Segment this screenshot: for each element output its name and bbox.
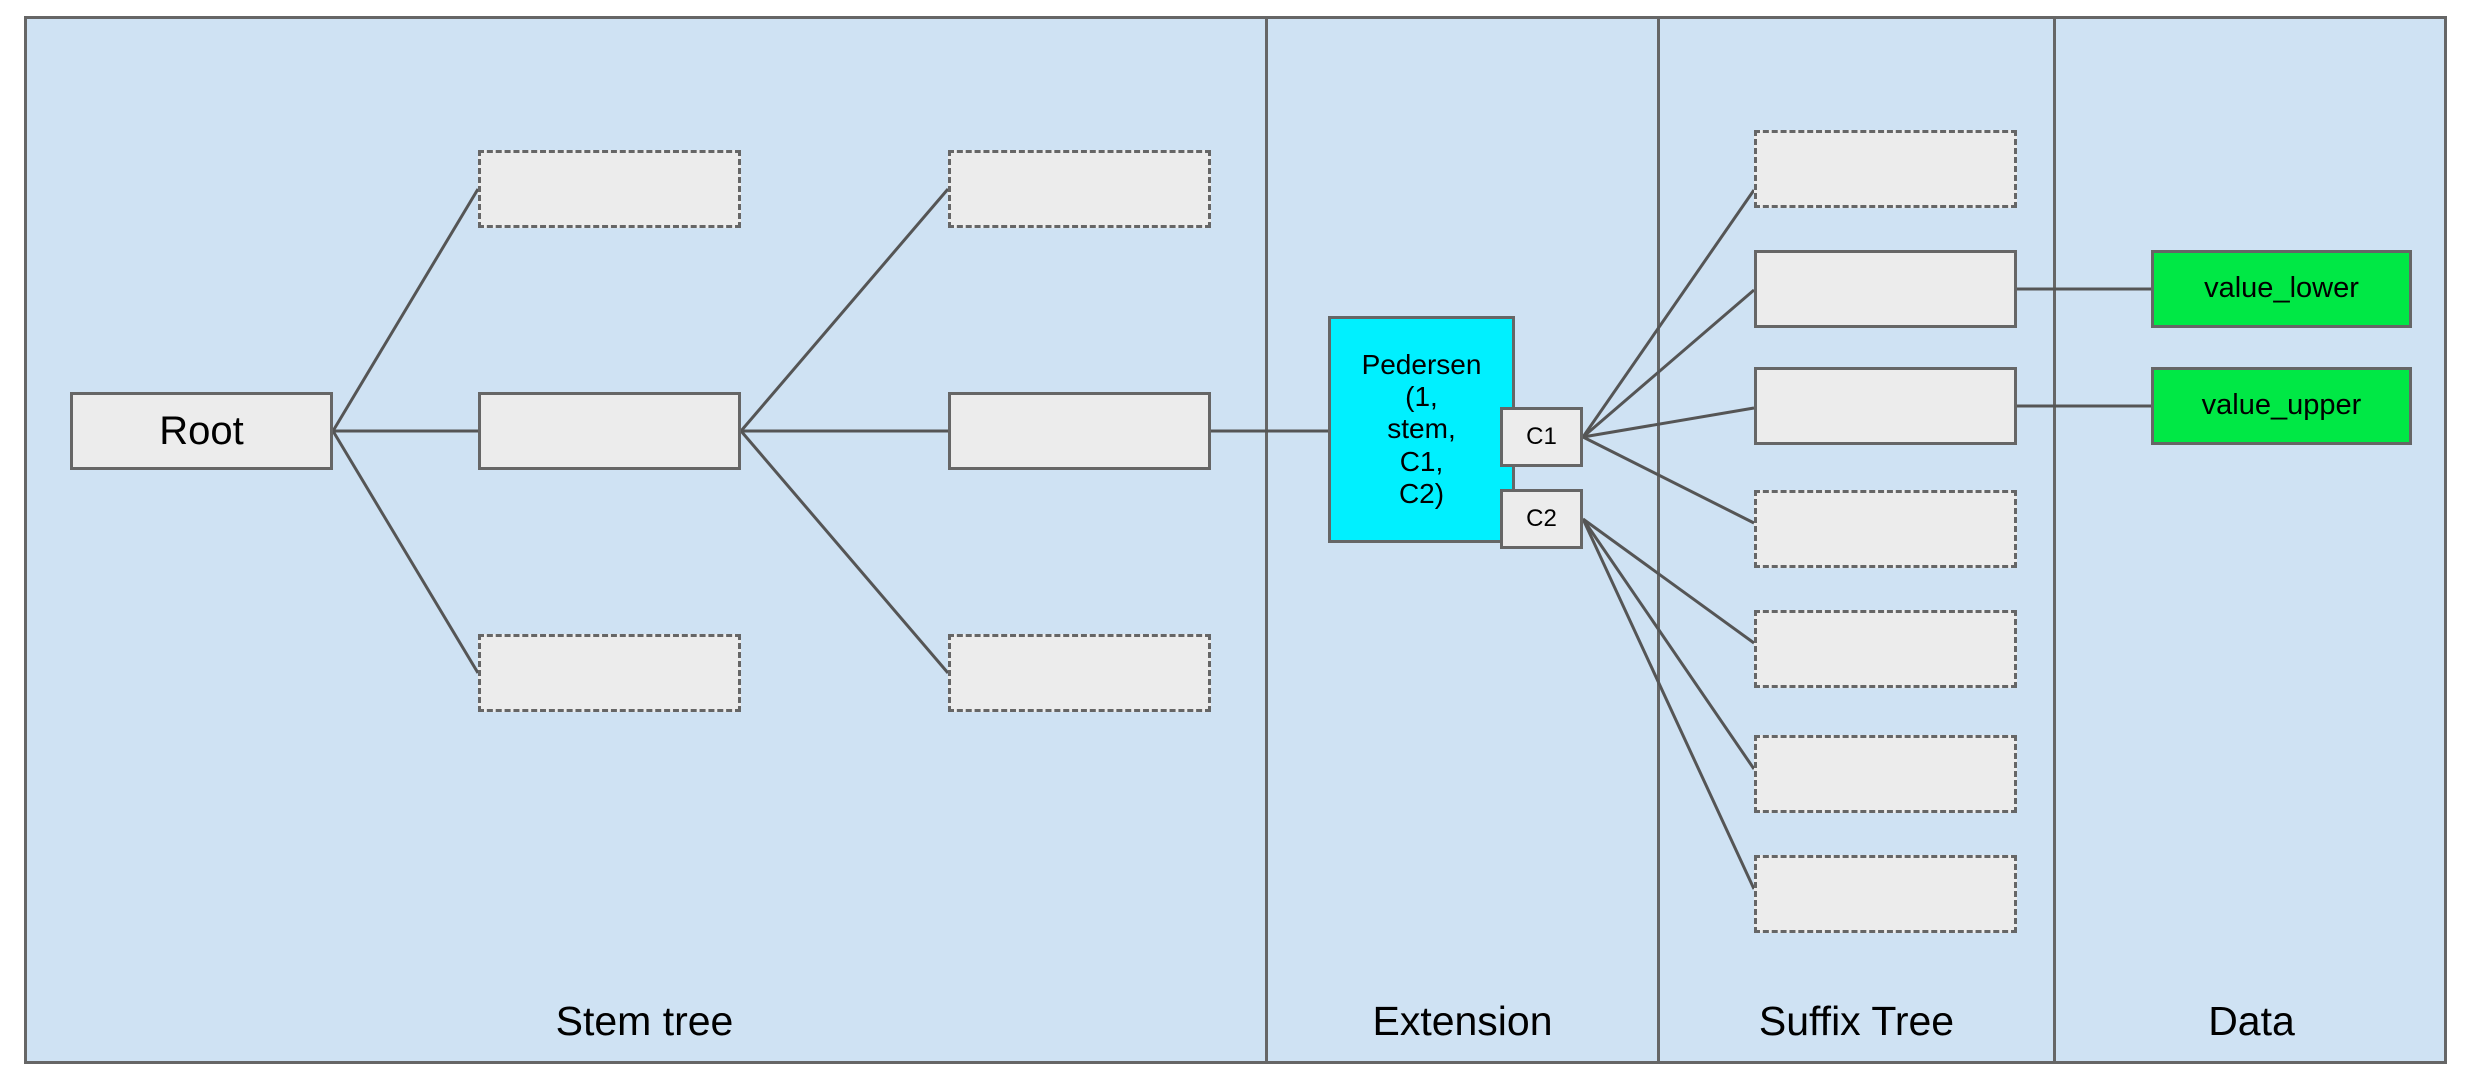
node-stem-l1-bot[interactable]	[478, 634, 741, 712]
node-pedersen-commitment[interactable]: Pedersen (1, stem, C1, C2)	[1328, 316, 1515, 543]
panel-caption-suffix-tree: Suffix Tree	[1758, 998, 1955, 1044]
node-value-lower[interactable]: value_lower	[2151, 250, 2412, 328]
node-stem-l1-top[interactable]	[478, 150, 741, 228]
panel-divider-2	[1657, 16, 1660, 1064]
node-suffix-2[interactable]	[1754, 250, 2017, 328]
node-stem-l2-top[interactable]	[948, 150, 1211, 228]
node-value-lower-label: value_lower	[2204, 272, 2359, 305]
pedersen-line-2: (1,	[1405, 381, 1438, 413]
node-stem-l2-bot[interactable]	[948, 634, 1211, 712]
panel-divider-1	[1265, 16, 1268, 1064]
node-suffix-5[interactable]	[1754, 610, 2017, 688]
node-stem-l2-mid[interactable]	[948, 392, 1211, 470]
panel-caption-data: Data	[2208, 998, 2295, 1044]
node-c1-label: C1	[1526, 423, 1557, 451]
panel-caption-extension: Extension	[1372, 998, 1553, 1044]
panel-divider-3	[2053, 16, 2056, 1064]
node-root-label: Root	[159, 409, 244, 453]
node-value-upper[interactable]: value_upper	[2151, 367, 2412, 445]
pedersen-line-4: C1,	[1399, 445, 1444, 477]
node-suffix-7[interactable]	[1754, 855, 2017, 933]
node-stem-l1-mid[interactable]	[478, 392, 741, 470]
diagram-canvas	[24, 16, 2447, 1064]
pedersen-line-3: stem,	[1387, 413, 1456, 445]
pedersen-line-1: Pedersen	[1361, 349, 1482, 381]
node-suffix-4[interactable]	[1754, 490, 2017, 568]
panel-caption-stem-tree: Stem tree	[555, 998, 734, 1044]
node-suffix-3[interactable]	[1754, 367, 2017, 445]
node-c2-label: C2	[1526, 505, 1557, 533]
node-suffix-1[interactable]	[1754, 130, 2017, 208]
node-c1[interactable]: C1	[1500, 407, 1583, 467]
pedersen-line-5: C2)	[1398, 477, 1445, 509]
node-root[interactable]: Root	[70, 392, 333, 470]
node-value-upper-label: value_upper	[2201, 389, 2362, 422]
node-suffix-6[interactable]	[1754, 735, 2017, 813]
node-c2[interactable]: C2	[1500, 489, 1583, 549]
